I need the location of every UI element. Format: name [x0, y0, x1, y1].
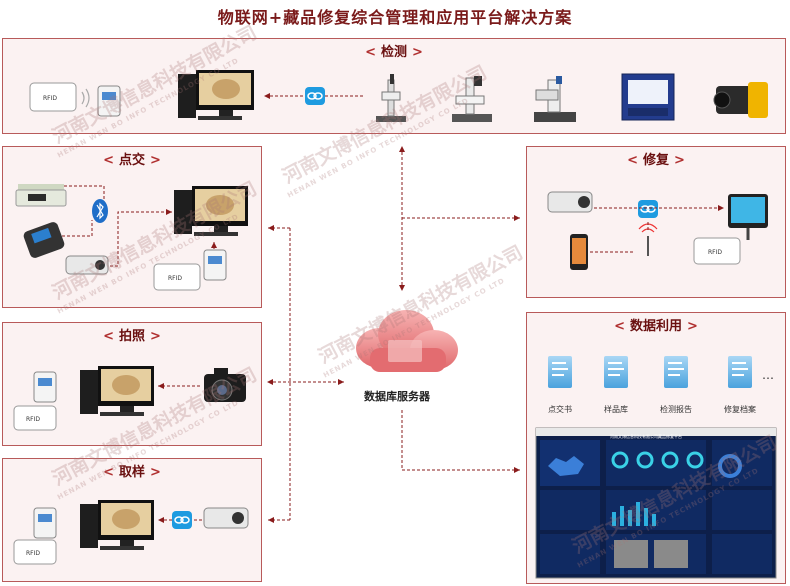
svg-text:RFID: RFID [168, 275, 182, 282]
rfid-reader-sample-icon [33, 507, 57, 539]
wireless-link-repair-icon [638, 200, 658, 218]
panel-detect-label: 检测 [380, 45, 407, 60]
panel-repair-label: 修复 [642, 153, 669, 168]
microscope-2-icon [452, 76, 492, 122]
doc-icon-report [664, 356, 688, 388]
rfid-card-hand-icon: RFID [153, 263, 201, 291]
rfid-reader-icon [97, 85, 121, 117]
dslr-camera-icon [204, 368, 246, 402]
rfid-reader-photo-icon [33, 371, 57, 403]
workstation-detect-icon [178, 70, 254, 120]
svg-text:RFID: RFID [26, 416, 40, 423]
cloud-server-icon [356, 310, 458, 372]
bluetooth-icon [92, 199, 108, 223]
doc-label-sample: 样品库 [604, 405, 628, 414]
doc-icon-sample [604, 356, 628, 388]
svg-text:RFID: RFID [26, 550, 40, 557]
rfid-card-sample-icon: RFID [13, 539, 57, 565]
rfid-card-icon: RFID [29, 82, 77, 112]
svg-text:RFID: RFID [708, 249, 722, 256]
spectrometer-icon [621, 73, 675, 121]
doc-label-archive: 修复档案 [724, 405, 756, 414]
panel-sample-label: 取样 [118, 465, 145, 480]
doc-icon-archive [728, 356, 752, 388]
microscope-3-icon [534, 76, 576, 122]
more-dots: … [762, 368, 774, 382]
camera-hand-icon [65, 255, 109, 275]
server-label: 数据库服务器 [364, 390, 430, 403]
dashboard-header-text: 河南文博信息科技有限公司藏品修复平台 [610, 433, 682, 439]
panel-data-label: 数据利用 [629, 319, 682, 334]
workstation-hand-icon [174, 186, 248, 236]
wireless-link-sample-icon [172, 511, 192, 529]
rfid-reader-hand-icon [203, 249, 227, 281]
dashboard-screenshot [535, 427, 777, 579]
rfid-card-repair-icon: RFID [693, 237, 741, 265]
panel-photo-label: 拍照 [118, 329, 145, 344]
rfid-card-photo-icon: RFID [13, 405, 57, 431]
microscope-1-icon [376, 74, 406, 122]
doc-label-report: 检测报告 [660, 405, 692, 414]
camera-repair-icon [547, 191, 593, 213]
panel-hand-label: 点交 [118, 153, 145, 168]
smartphone-icon [570, 234, 588, 270]
workstation-photo-icon [80, 366, 154, 416]
xray-detector-icon [713, 82, 768, 118]
doc-label-handover: 点交书 [548, 405, 572, 414]
touch-kiosk-icon [728, 194, 768, 240]
wireless-link-icon [305, 87, 325, 105]
svg-text:RFID: RFID [43, 95, 57, 102]
doc-icon-handover [548, 356, 572, 388]
wireless-signal-icon [81, 88, 90, 108]
workstation-sample-icon [80, 500, 154, 550]
camera-sample-icon [203, 507, 249, 529]
scale-icon [15, 184, 67, 207]
page-title: 物联网+藏品修复综合管理和应用平台解决方案 [217, 8, 573, 27]
handheld-reader-icon [23, 222, 65, 258]
